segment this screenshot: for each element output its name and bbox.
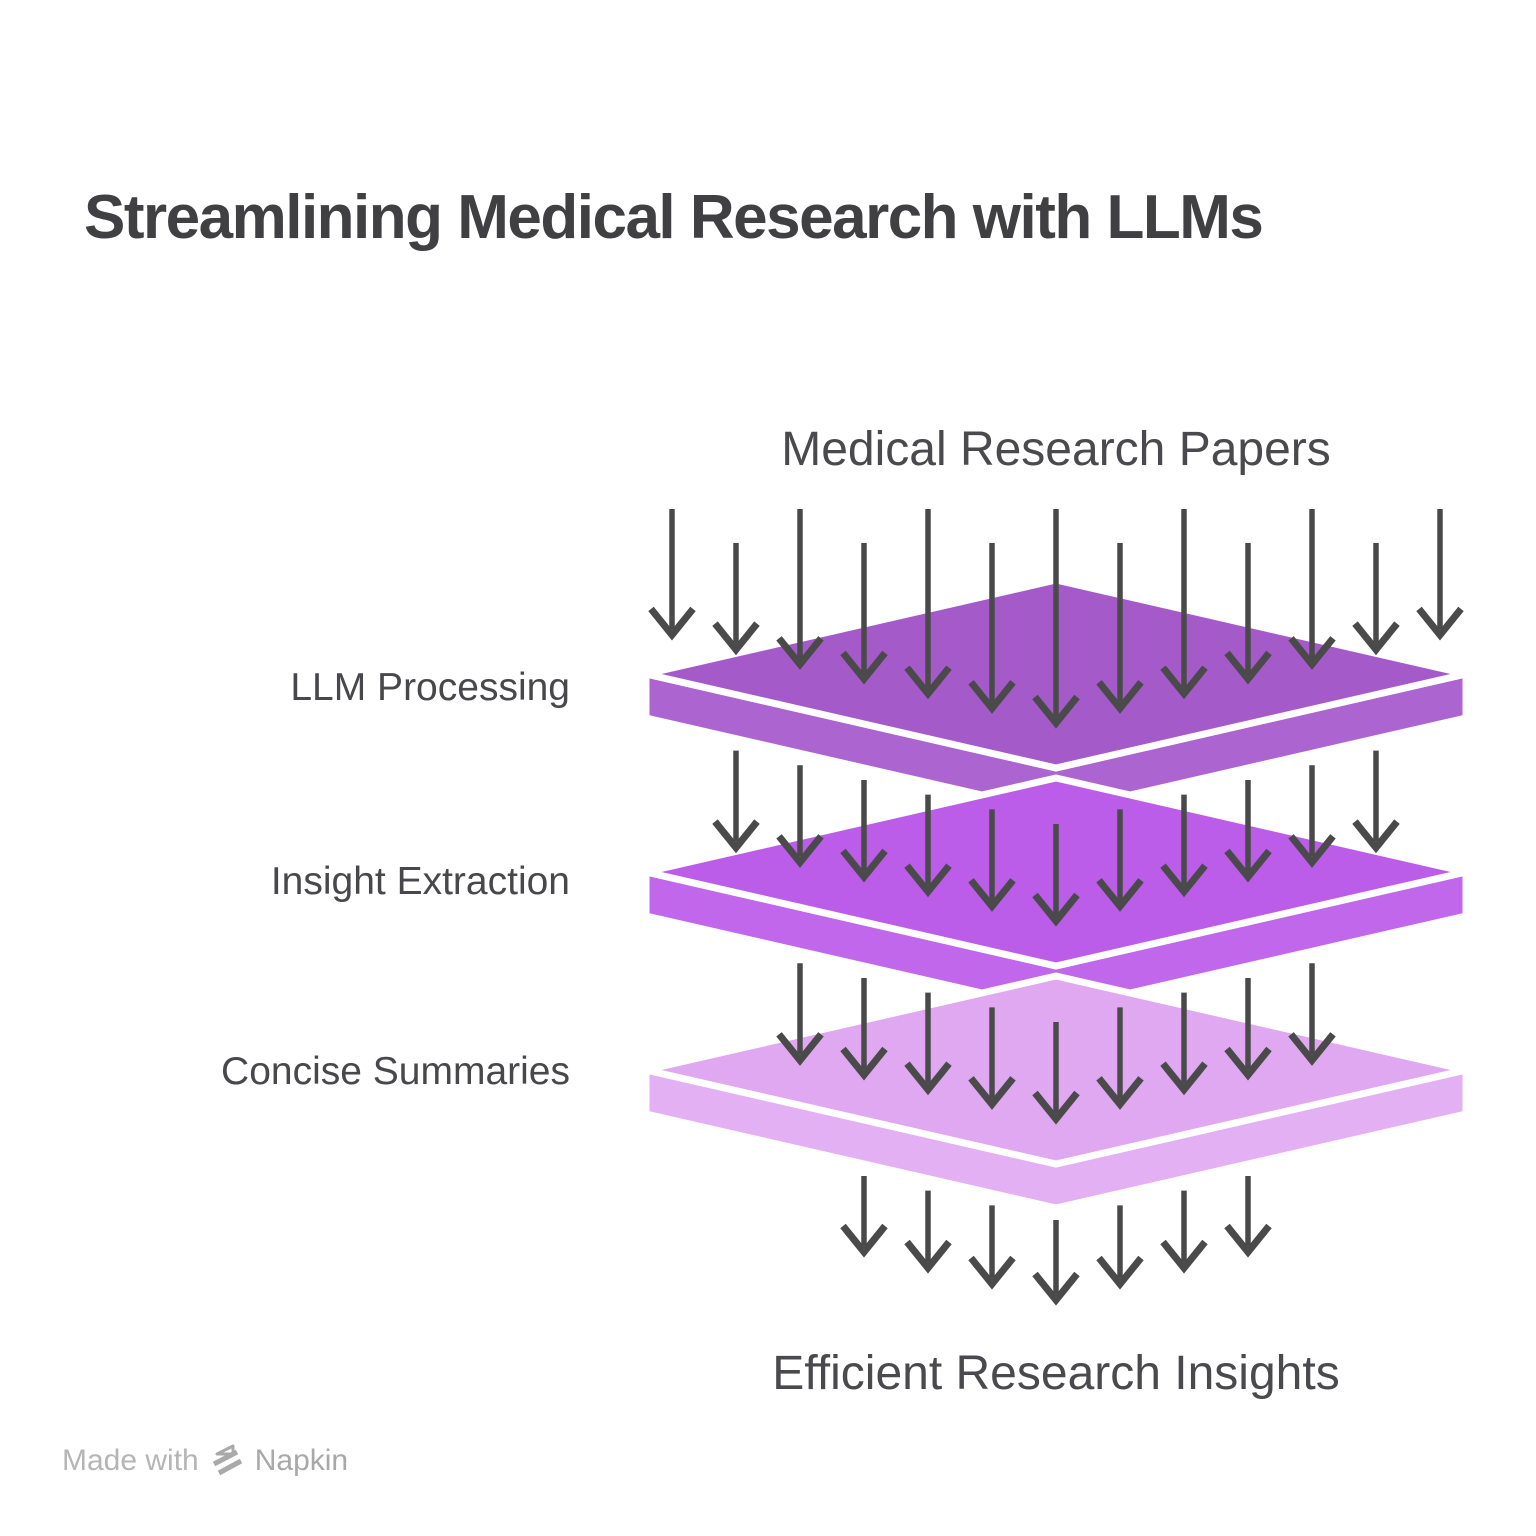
footer-credit: Made with Napkin: [62, 1442, 348, 1480]
flow-arrowhead: [1096, 1255, 1144, 1290]
flow-arrowhead: [1224, 848, 1272, 883]
flow-arrowhead: [776, 834, 824, 868]
page-title: Streamlining Medical Research with LLMs: [84, 182, 1264, 252]
flow-arrowhead: [1288, 636, 1336, 670]
flow-arrowhead: [1224, 650, 1272, 685]
logo-stripe-1: [212, 1449, 238, 1467]
flow-arrowhead: [1352, 621, 1400, 656]
flow-arrowhead: [904, 863, 952, 898]
output-label: Efficient Research Insights: [772, 1347, 1340, 1400]
flow-arrowhead: [1160, 1239, 1208, 1274]
flow-arrowhead: [712, 621, 760, 656]
flow-arrowhead: [1096, 1076, 1144, 1110]
flow-arrowhead: [1032, 892, 1080, 927]
logo-triangle: [215, 1444, 235, 1456]
flow-arrowhead: [1160, 1061, 1208, 1096]
flow-arrowhead: [840, 848, 888, 883]
flow-arrowhead: [968, 878, 1016, 912]
made-with-label: Made with: [62, 1444, 199, 1477]
flow-arrowhead: [1160, 863, 1208, 898]
flow-arrowhead: [1288, 1032, 1336, 1066]
flow-arrowhead: [1224, 1223, 1272, 1258]
napkin-logo-icon: [212, 1444, 242, 1476]
flow-arrowhead: [904, 1061, 952, 1096]
logo-stripe-2: [217, 1458, 242, 1476]
flow-arrowhead: [648, 606, 696, 641]
flow-arrowhead: [1096, 680, 1144, 714]
brand-name-label: Napkin: [254, 1444, 349, 1477]
flow-arrowhead: [1032, 1271, 1080, 1306]
flow-arrowhead: [840, 1223, 888, 1258]
input-label: Medical Research Papers: [781, 423, 1331, 476]
flow-arrowhead: [1416, 606, 1464, 641]
flow-arrowhead: [1352, 819, 1400, 854]
flow-arrowhead: [712, 819, 760, 854]
layer-label-llm-processing: LLM Processing: [290, 666, 570, 709]
flow-arrowhead: [1032, 1090, 1080, 1125]
flow-arrowhead: [968, 1076, 1016, 1110]
flow-arrowhead: [1096, 878, 1144, 912]
flow-arrowhead: [1288, 834, 1336, 868]
flow-arrowhead: [968, 1255, 1016, 1290]
layer-label-concise-summaries: Concise Summaries: [221, 1050, 570, 1093]
flow-arrowhead: [904, 1239, 952, 1274]
flow-arrowhead: [904, 665, 952, 700]
flow-arrowhead: [776, 636, 824, 670]
layer-label-insight-extraction: Insight Extraction: [270, 860, 570, 903]
flow-arrowhead: [776, 1032, 824, 1066]
flow-arrowhead: [1160, 665, 1208, 700]
flow-arrowhead: [1224, 1046, 1272, 1081]
flow-arrowhead: [840, 1046, 888, 1081]
flow-arrowhead: [1032, 694, 1080, 729]
flow-arrowhead: [968, 680, 1016, 714]
flow-arrowhead: [840, 650, 888, 685]
